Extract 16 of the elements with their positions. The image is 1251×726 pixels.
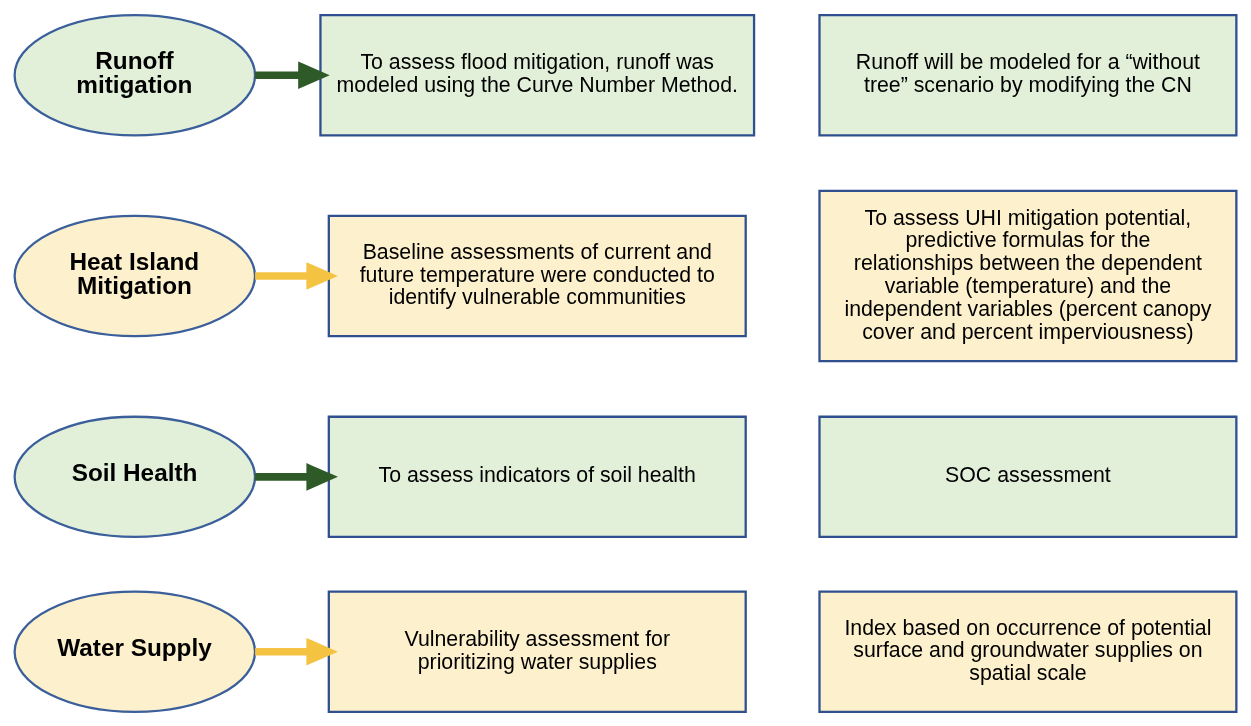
node-box: Runoff will be modeled for a “without tree” scenario by modifying the CN (818, 13, 1238, 136)
node-ellipse: Water Supply (13, 590, 257, 713)
node-box: To assess UHI mitigation potential, predictive formulas for the relationships between the dependent variable (temperature) and the independent variables (percent canopy cover and percent imperviousness) (818, 189, 1238, 362)
node-box: SOC assessment (818, 415, 1238, 538)
node-ellipse: Runoff mitigation (13, 13, 257, 136)
arrow (255, 261, 338, 290)
arrow (255, 60, 330, 89)
node-box: To assess indicators of soil health (327, 415, 747, 538)
node-box: Index based on occurrence of potential surface and groundwater supplies on spatial scale (818, 590, 1238, 713)
node-box: Vulnerability assessment for prioritizing water supplies (327, 590, 747, 713)
node-box: Baseline assessments of current and future temperature were conducted to identify vulnerable communities (327, 214, 747, 337)
node-ellipse: Soil Health (13, 415, 257, 538)
arrow (255, 462, 338, 491)
node-box: To assess flood mitigation, runoff was modeled using the Curve Number Method. (319, 13, 756, 136)
arrow (255, 637, 338, 666)
node-ellipse: Heat Island Mitigation (13, 214, 257, 337)
